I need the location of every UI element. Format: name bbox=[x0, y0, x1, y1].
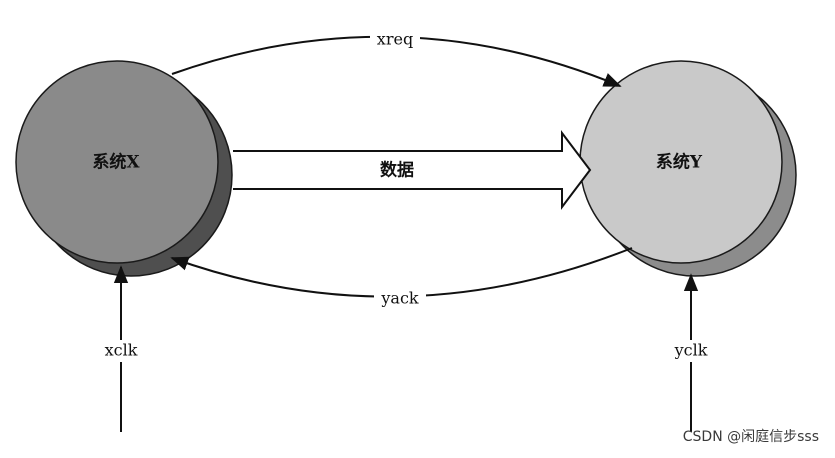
edge-xreq: xreq bbox=[171, 28, 622, 87]
edge-yack-label: yack bbox=[380, 289, 419, 308]
edge-xclk: xclk bbox=[98, 265, 144, 432]
edge-data-label: 数据 bbox=[380, 160, 414, 181]
watermark: CSDN @闲庭信步sss bbox=[682, 429, 819, 445]
edge-data: 数据 bbox=[233, 130, 592, 210]
edge-yclk-label-bg bbox=[668, 340, 714, 362]
node-system-y-label: 系统Y bbox=[656, 152, 703, 173]
edge-yclk-label: yclk bbox=[674, 341, 708, 360]
edge-yack-label-bg bbox=[374, 288, 426, 310]
edge-xreq-label-bg bbox=[370, 28, 420, 50]
edge-yack: yack bbox=[170, 247, 633, 310]
edge-data-block-arrow bbox=[233, 130, 592, 210]
edge-xclk-label-bg bbox=[98, 340, 144, 362]
node-system-y: 系统Y bbox=[579, 60, 797, 277]
edge-xclk-label: xclk bbox=[105, 341, 138, 360]
edge-yclk: yclk bbox=[668, 273, 714, 432]
node-system-x-label: 系统X bbox=[92, 152, 140, 173]
node-system-x: 系统X bbox=[15, 60, 233, 277]
edge-xreq-label: xreq bbox=[377, 30, 413, 49]
node-system-x-circle bbox=[15, 60, 219, 264]
